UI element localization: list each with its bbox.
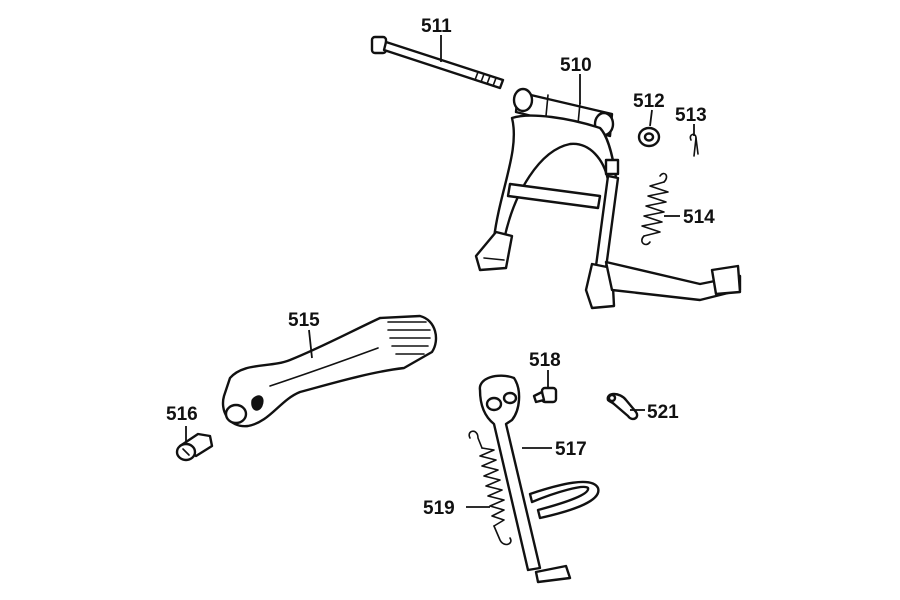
part-516-bolt	[175, 432, 214, 462]
label-519: 519	[423, 498, 455, 519]
part-512-washer	[637, 126, 661, 148]
part-513-cotter-pin	[689, 133, 699, 157]
label-511: 511	[421, 16, 452, 37]
part-521-clip	[606, 392, 639, 421]
label-517: 517	[555, 439, 587, 460]
part-515-lever	[221, 314, 438, 428]
label-512: 512	[633, 91, 665, 112]
part-514-spring	[641, 172, 669, 246]
label-518: 518	[529, 350, 561, 371]
part-517-side-stand	[478, 374, 600, 584]
label-521: 521	[647, 402, 679, 423]
part-519-spring	[468, 430, 512, 546]
label-516: 516	[166, 404, 198, 425]
part-510-main-stand	[474, 87, 742, 310]
label-514: 514	[683, 207, 715, 228]
leader-515	[308, 329, 313, 359]
label-515: 515	[288, 310, 320, 331]
label-510: 510	[560, 55, 592, 76]
label-513: 513	[675, 105, 707, 126]
part-511-bolt	[370, 35, 505, 90]
part-518-bolt	[532, 386, 558, 404]
leader-512	[649, 109, 653, 127]
